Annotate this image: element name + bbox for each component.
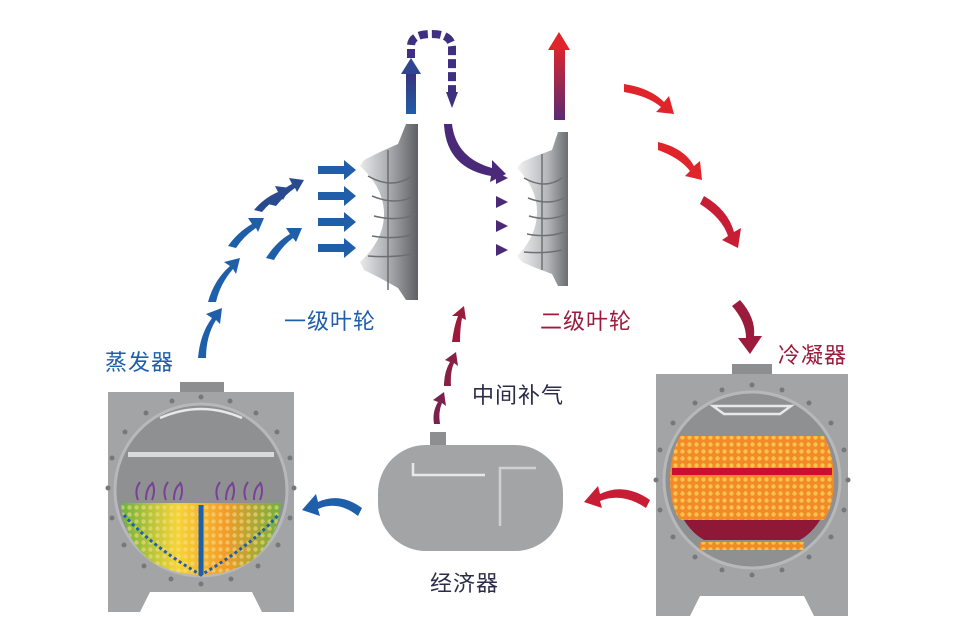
stage1-inlet-arrows [318,160,356,258]
stage2-inlet-arrows [496,172,508,256]
economizer-vessel [378,432,563,551]
evaporator-vessel [105,382,297,612]
economizer-to-evaporator-arrow [302,494,362,516]
evaporator-label: 蒸发器 [105,351,175,376]
economizer-label: 经济器 [430,572,500,597]
condenser-inlet-arrows [624,84,762,354]
condenser-vessel [653,364,851,616]
stage2-discharge-arrow [548,32,570,120]
evaporator-outlet-arrows [198,178,304,358]
stage2-impeller [517,132,568,286]
crossover-arrow [401,29,506,182]
stage1-impeller-label: 一级叶轮 [284,310,377,335]
condenser-label: 冷凝器 [778,344,848,369]
economizer-vent-arrows [433,306,466,424]
stage2-impeller-label: 二级叶轮 [540,310,633,335]
economizer-vent-label: 中间补气 [472,384,565,409]
condenser-to-economizer-arrow [584,486,650,508]
stage1-impeller [360,124,418,300]
